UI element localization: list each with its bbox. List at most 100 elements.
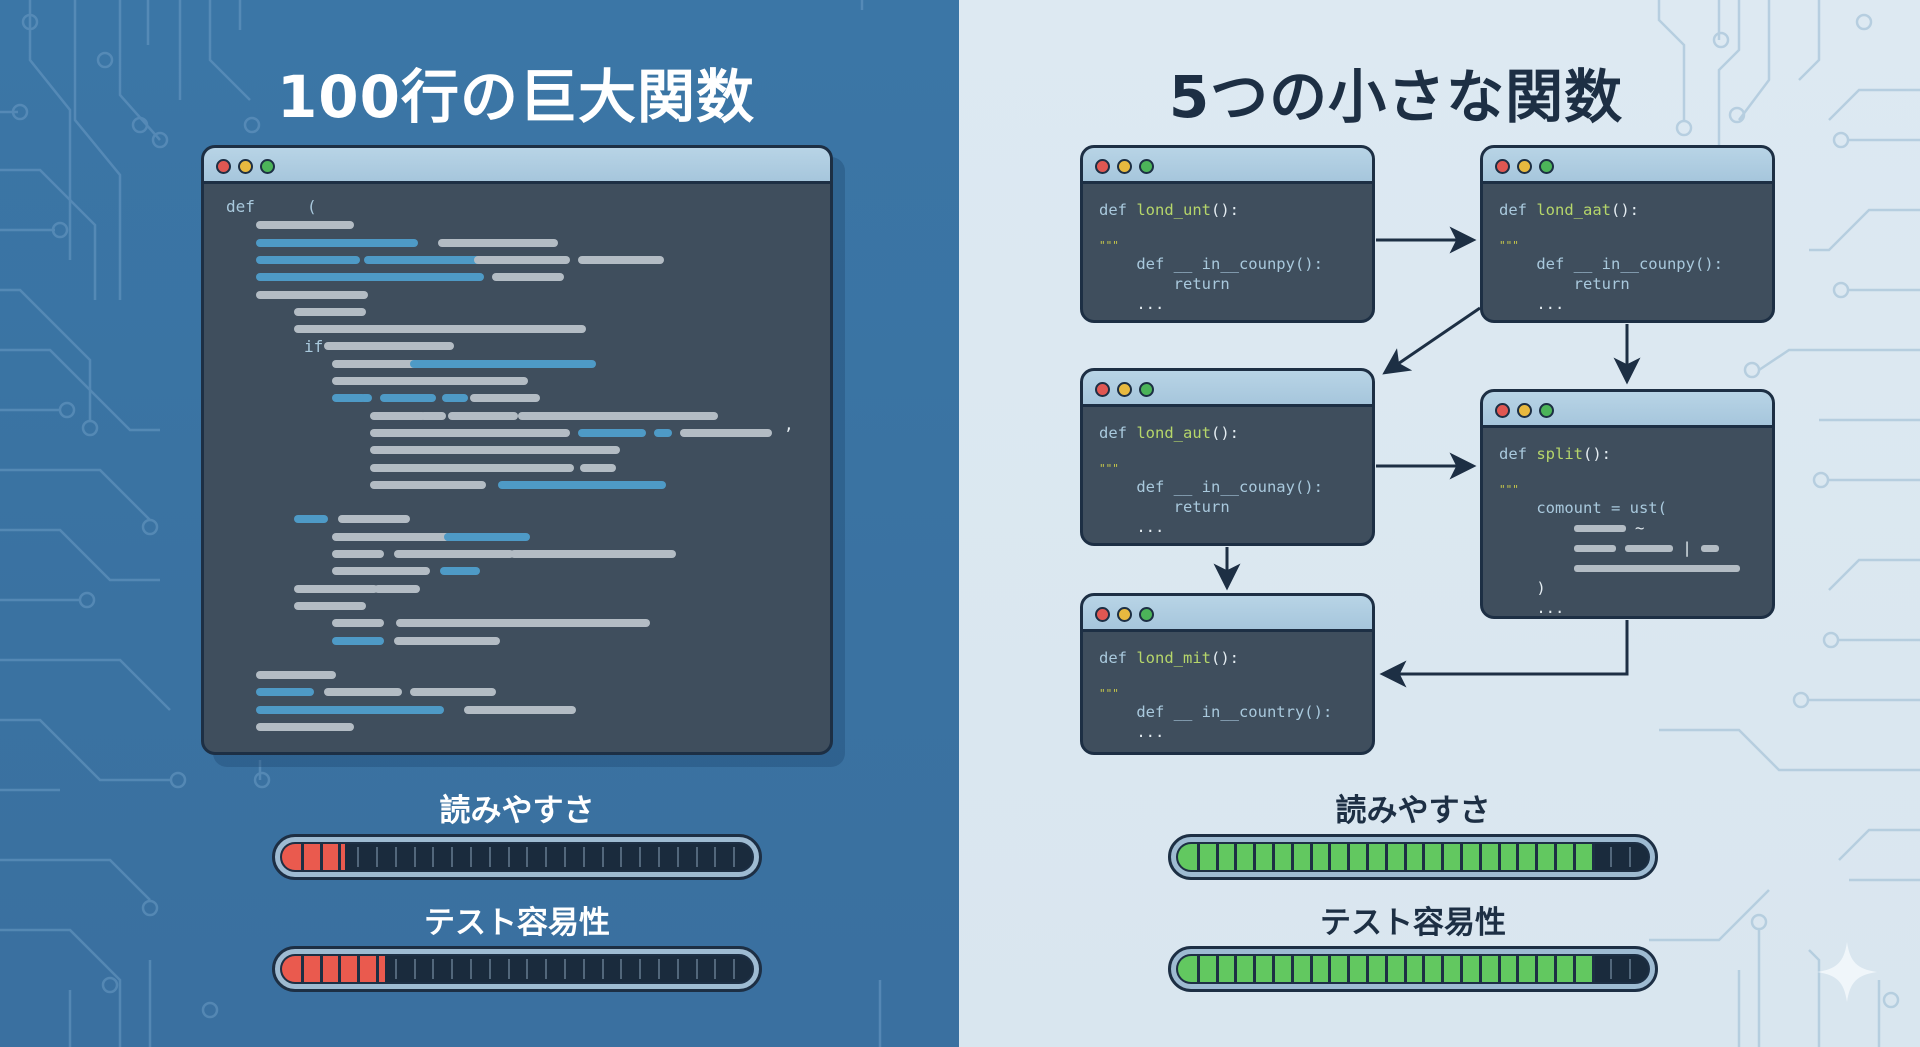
code-line-placeholder <box>324 688 402 697</box>
code-line-placeholder <box>294 601 366 610</box>
code-line-placeholder <box>370 446 470 455</box>
meter-segment-divider <box>1347 956 1351 982</box>
code-line-placeholder <box>374 584 420 593</box>
comma: , <box>784 415 794 434</box>
left-readability-meter <box>272 834 762 880</box>
def-keyword: def <box>226 197 255 216</box>
placeholder-block <box>1573 525 1626 532</box>
code-line-placeholder <box>510 550 676 558</box>
meter-segment-divider <box>582 959 585 979</box>
meter-segment-divider <box>413 847 416 867</box>
code-line-placeholder <box>394 550 514 558</box>
meter-segment-divider <box>507 847 510 867</box>
ellipsis: ... <box>1136 723 1165 741</box>
right-testability-meter <box>1168 946 1658 992</box>
meter-segment-divider <box>1629 959 1632 979</box>
meter-segment-divider <box>639 847 642 867</box>
function-code: def lond_aut(): """ def __ in__counay():… <box>1099 423 1323 537</box>
code-line-placeholder <box>492 273 564 282</box>
maximize-dot-icon <box>1539 403 1554 418</box>
code-line-placeholder <box>324 342 454 351</box>
code-line-placeholder <box>332 532 450 541</box>
maximize-dot-icon <box>1139 607 1154 622</box>
left-readability-label: 読みやすさ <box>439 793 595 829</box>
meter-segment-divider <box>488 959 491 979</box>
left-testability-meter <box>272 946 762 992</box>
function-name: lond_unt <box>1136 201 1211 219</box>
meter-segment-divider <box>658 959 660 979</box>
code-line-placeholder <box>332 636 384 645</box>
code-line-placeholder <box>370 463 574 472</box>
code-line-placeholder <box>332 377 528 385</box>
ellipsis: ... <box>1136 518 1165 536</box>
meter-segment-divider <box>1460 844 1463 870</box>
code-line-placeholder <box>396 619 650 628</box>
code-line-placeholder <box>370 411 426 420</box>
meter-segment-divider <box>1610 847 1613 867</box>
function-code: def lond_aat(): """ def __ in__counpy():… <box>1499 200 1723 314</box>
signature-end: (): <box>1211 649 1239 667</box>
meter-segment-divider <box>357 847 360 867</box>
meter-segment-divider <box>1516 956 1520 982</box>
meter-segment-divider <box>300 844 304 870</box>
close-paren: ) <box>1536 579 1546 597</box>
meter-segment-divider <box>582 847 585 867</box>
placeholder-block <box>1625 545 1673 552</box>
nested-def-line: def __ in__counpy(): <box>1536 255 1723 273</box>
code-line-placeholder <box>380 394 436 403</box>
meter-segment-divider <box>300 956 304 982</box>
code-line-placeholder <box>420 411 446 420</box>
meter-segment-divider <box>1403 844 1407 870</box>
meter-segment-divider <box>1253 956 1257 982</box>
close-dot-icon <box>1095 159 1110 174</box>
function-window-lond-unt: def lond_unt(): """ def __ in__counpy():… <box>1080 145 1375 323</box>
meter-segment-divider <box>488 847 491 867</box>
maximize-dot-icon <box>1539 159 1554 174</box>
meter-segment-divider <box>357 956 361 982</box>
maximize-dot-icon <box>1139 382 1154 397</box>
signature-end: (): <box>1211 201 1239 219</box>
code-line-placeholder <box>498 480 666 489</box>
meter-segment-divider <box>451 847 454 867</box>
docstring: """ <box>1499 483 1519 496</box>
code-line-placeholder <box>338 515 410 524</box>
code-line-placeholder <box>256 705 444 714</box>
code-line-placeholder <box>370 480 486 489</box>
function-code: def lond_mit(): """ def __ in__country()… <box>1099 648 1332 742</box>
meter-segment-divider <box>1478 956 1482 982</box>
pipe: | <box>1682 539 1692 557</box>
def-keyword: def <box>1499 201 1527 219</box>
function-name: split <box>1536 445 1584 463</box>
meter-segment-divider <box>1215 844 1219 870</box>
code-line-placeholder <box>256 273 484 282</box>
sparkle-icon <box>1817 942 1877 1002</box>
meter-segment-divider <box>1215 956 1219 982</box>
meter-segment-divider <box>1309 844 1313 870</box>
code-line-placeholder <box>438 238 558 247</box>
code-line-placeholder <box>578 255 664 264</box>
meter-segment-divider <box>507 959 510 979</box>
meter-segment-divider <box>714 847 717 867</box>
meter-segment-divider <box>376 956 379 982</box>
signature-end: (): <box>1583 445 1612 463</box>
meter-segment-divider <box>394 847 397 867</box>
code-line-placeholder <box>364 255 490 264</box>
meter-segment-divider <box>620 847 623 867</box>
return-line: return <box>1173 498 1230 516</box>
meter-segment-divider <box>1441 844 1445 870</box>
code-line-placeholder <box>454 446 550 455</box>
meter-segment-divider <box>1535 956 1539 982</box>
circuit-background-left <box>0 0 882 1047</box>
code-line-placeholder <box>256 290 368 299</box>
meter-segment-divider <box>564 959 566 979</box>
code-line-placeholder <box>538 446 620 455</box>
meter-segment-divider <box>1328 844 1332 870</box>
minimize-dot-icon <box>1117 382 1132 397</box>
meter-segment-divider <box>470 959 472 979</box>
function-window-lond-mit: def lond_mit(): """ def __ in__country()… <box>1080 593 1375 755</box>
code-line-placeholder <box>360 394 372 403</box>
window-titlebar <box>1083 371 1372 407</box>
if-keyword: if <box>304 337 324 356</box>
meter-segment-divider <box>564 847 566 867</box>
maximize-dot-icon <box>260 159 275 174</box>
